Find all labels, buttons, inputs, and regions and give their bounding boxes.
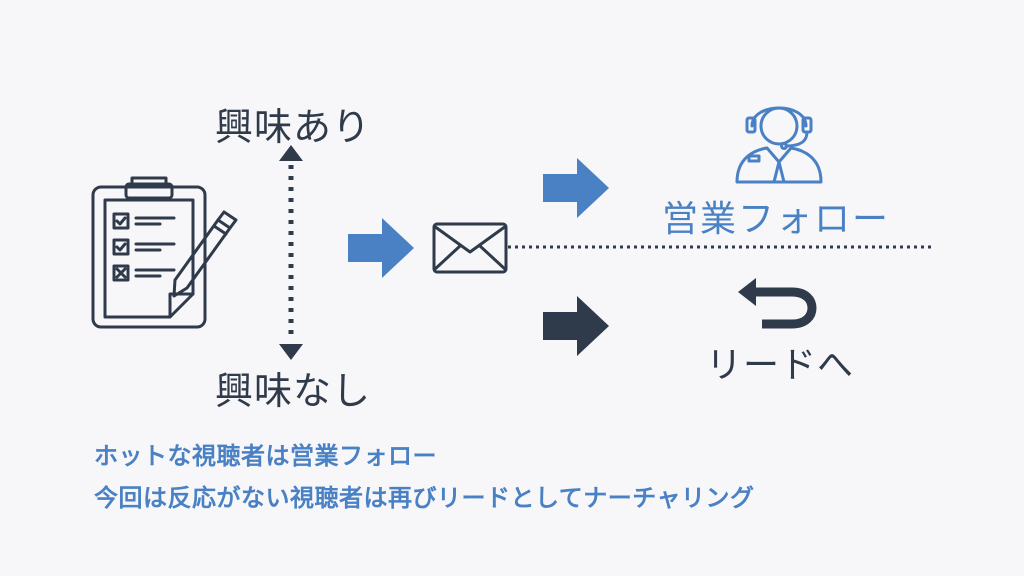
interest-low-label: 興味なし (215, 369, 372, 413)
return-to-lead-label: リードへ (706, 345, 855, 386)
branch-divider-line (508, 245, 932, 249)
return-arrow-icon (738, 278, 817, 329)
caption-line-1: ホットな視聴者は営業フォロー (94, 442, 437, 470)
to-email-arrow (348, 218, 414, 278)
sales-operator-headset-icon (735, 106, 823, 184)
sales-follow-label: 営業フォロー (662, 199, 891, 240)
email-envelope-icon (432, 222, 508, 274)
interest-axis-arrow (279, 145, 303, 360)
caption-line-2: 今回は反応がない視聴者は再びリードとしてナーチャリング (94, 484, 755, 512)
clipboard-checklist-icon (91, 176, 238, 329)
to-sales-arrow (543, 158, 609, 218)
interest-high-label: 興味あり (215, 105, 372, 149)
to-lead-arrow (543, 296, 609, 356)
